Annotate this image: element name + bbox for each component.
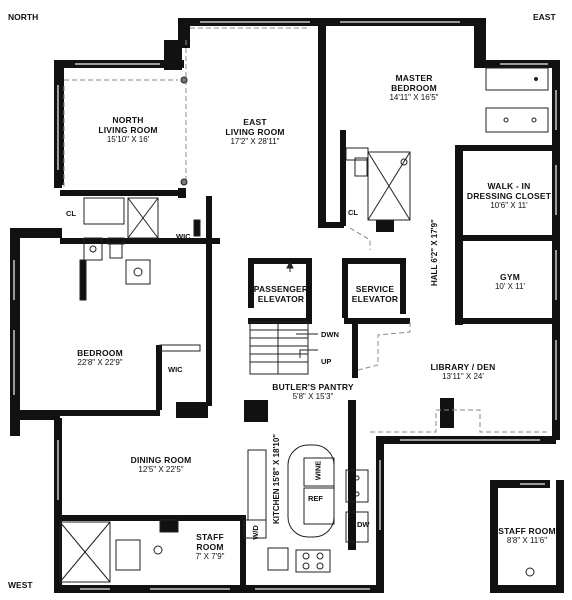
room-north-living: NORTH LIVING ROOM 15'10" X 16' [88, 115, 168, 145]
room-name-line: GYM [500, 272, 520, 282]
closet-label: CL [66, 209, 76, 218]
room-name-line: STAFF ROOM [498, 526, 556, 536]
room-hall: HALL 6'2" X 17'9" [430, 219, 439, 286]
compass-north: NORTH [8, 12, 39, 22]
room-name-line: DINING ROOM [130, 455, 192, 465]
room-dims: 15'10" X 16' [106, 135, 150, 144]
room-name-line: BEDROOM [77, 348, 123, 358]
room-name-line: BUTLER'S PANTRY [272, 382, 354, 392]
room-name-line: LIBRARY / DEN [430, 362, 496, 372]
walls [10, 18, 564, 593]
room-name-line: ROOM [196, 542, 224, 552]
compass-east: EAST [533, 12, 556, 22]
room-name-line: NORTH [112, 115, 144, 125]
room-name-line: LIVING ROOM [98, 125, 158, 135]
room-dims: 10' X 11' [494, 282, 526, 291]
closet-label: CL [348, 208, 358, 217]
service-elevator: SERVICE ELEVATOR [342, 284, 408, 304]
room-dims: 14'11" X 16'5" [389, 93, 439, 102]
room-dims: 13'11" X 24' [442, 372, 484, 381]
wic-label: WIC [176, 232, 191, 241]
room-gym: GYM 10' X 11' [470, 272, 550, 292]
room-name-line: LIVING ROOM [225, 127, 285, 137]
room-east-living: EAST LIVING ROOM 17'2" X 28'11" [210, 117, 300, 147]
windows [13, 21, 557, 590]
room-name-line: ELEVATOR [257, 294, 305, 304]
room-dims: 10'6" X 11' [490, 201, 528, 210]
room-dims: 17'2" X 28'11" [230, 137, 280, 146]
room-staff-room-2: STAFF ROOM 8'8" X 11'6" [496, 526, 558, 546]
room-name-line: MASTER [395, 73, 433, 83]
room-bedroom: BEDROOM 22'8" X 22'9" [60, 348, 140, 368]
stairs-up-label: UP [321, 357, 332, 366]
room-name-line: EAST [243, 117, 267, 127]
dashed-outlines [63, 27, 550, 433]
wic-label: WIC [168, 365, 183, 374]
room-dims: 12'5" X 22'5" [138, 465, 184, 474]
room-walk-in-closet: WALK - IN DRESSING CLOSET 10'6" X 11' [463, 181, 555, 211]
washer-dryer-label: W/D [250, 525, 260, 540]
closet-label: CL [162, 521, 172, 530]
room-staff-room: STAFF ROOM 7' X 7'9" [180, 532, 240, 562]
room-name-line: ELEVATOR [351, 294, 399, 304]
refrigerator-label: REF [308, 494, 323, 503]
room-kitchen: KITCHEN 15'8" X 18'10" [272, 433, 281, 524]
stairs-down-label: DWN [321, 330, 339, 339]
wine-label: WINE [313, 460, 323, 481]
passenger-elevator: PASSENGER ELEVATOR [248, 284, 314, 304]
room-dims: 7' X 7'9" [195, 552, 225, 561]
room-name-line: STAFF [196, 532, 224, 542]
room-name-line: DRESSING CLOSET [466, 191, 552, 201]
room-master-bedroom: MASTER BEDROOM 14'11" X 16'5" [374, 73, 454, 103]
room-library-den: LIBRARY / DEN 13'11" X 24' [418, 362, 508, 382]
room-butlers-pantry: BUTLER'S PANTRY 5'8" X 15'3" [268, 382, 358, 402]
dishwasher-label: DW [357, 520, 370, 529]
room-dining: DINING ROOM 12'5" X 22'5" [116, 455, 206, 475]
room-name-line: SERVICE [355, 284, 395, 294]
fixtures [59, 67, 549, 583]
room-dims: 8'8" X 11'6" [506, 536, 548, 545]
room-dims: 22'8" X 22'9" [77, 358, 123, 367]
room-name-line: WALK - IN [487, 181, 531, 191]
compass-west: WEST [8, 580, 33, 590]
room-name-line: PASSENGER [253, 284, 309, 294]
room-name-line: BEDROOM [391, 83, 437, 93]
room-dims: 5'8" X 15'3" [292, 392, 334, 401]
